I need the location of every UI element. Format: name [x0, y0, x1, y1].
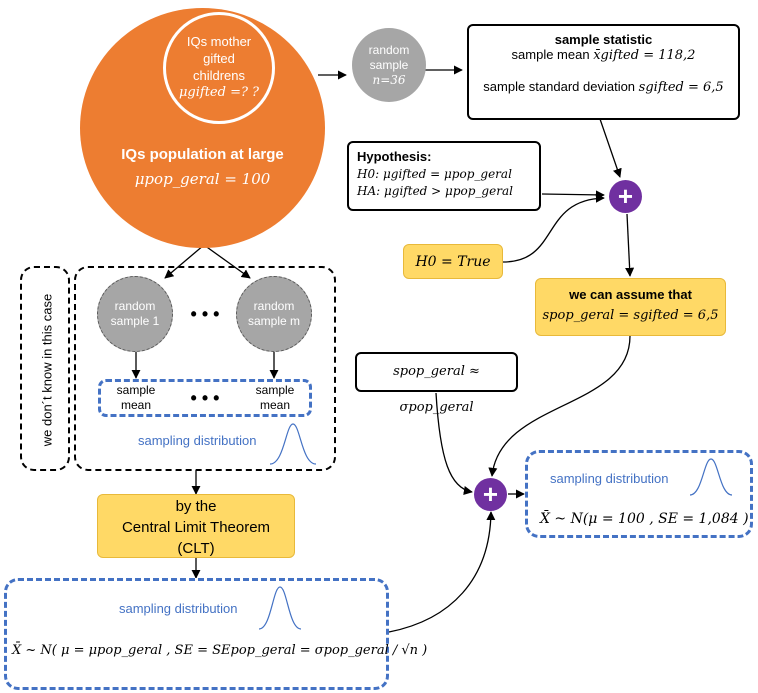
sample-mean-m-line-1: sample: [255, 383, 295, 397]
side-note-text: we don´t know in this case: [39, 293, 55, 447]
specific-sampling-label: sampling distribution: [550, 471, 669, 486]
sample-means-box: [98, 379, 312, 417]
sampling-group-box: [74, 266, 336, 471]
sample-mean-1: sample mean: [104, 383, 168, 413]
group-sampling-label: sampling distribution: [138, 433, 257, 448]
random-sample-1-circle: random sample 1: [97, 276, 173, 352]
h0-true-box: H0 = True: [403, 244, 503, 279]
random-sample-1-label-2: sample 1: [110, 314, 160, 328]
specific-sampling-distribution-box: sampling distribution X̄ ~ N(μ = 100 , S…: [525, 450, 753, 538]
hypothesis-title: Hypothesis:: [357, 149, 432, 164]
sample-mean-1-line-2: mean: [120, 398, 152, 412]
means-ellipsis: • • •: [190, 388, 220, 408]
sample-statistic-title: sample statistic: [554, 32, 653, 47]
random-sample-label-2: sample: [369, 58, 409, 72]
sample-mean-m-line-2: mean: [259, 398, 291, 412]
hypothesis-box: Hypothesis: H0: μgifted = μpop_geral HA:…: [347, 141, 541, 211]
random-sample-m-label-2: sample m: [247, 314, 300, 328]
specific-formula: X̄ ~ N(μ = 100 , SE = 1,084 ): [540, 511, 749, 527]
general-bell-curve-icon: [258, 586, 302, 630]
population-mu: μpop_geral = 100: [134, 170, 271, 188]
random-sample-circle: random sample n=36: [352, 28, 426, 102]
sample-mean-row: sample mean x̄gifted = 118,2: [469, 47, 738, 63]
random-sample-m-circle: random sample m: [236, 276, 312, 352]
clt-line-1: by the: [175, 498, 217, 515]
gifted-mu-unknown: μgifted =? ?: [178, 85, 260, 100]
alternative-hypothesis: HA: μgifted > μpop_geral: [357, 184, 513, 198]
general-sampling-distribution-box: sampling distribution X̄ ~ N( μ = μpop_g…: [4, 578, 427, 690]
plus-node-1: +: [609, 180, 642, 213]
null-hypothesis: H0: μgifted = μpop_geral: [357, 167, 512, 181]
sample-mean-1-line-1: sample: [116, 383, 156, 397]
gifted-inner-circle: IQs mother gifted childrens μgifted =? ?: [163, 12, 275, 124]
gifted-label-1: IQs mother: [186, 34, 252, 49]
bell-curve-icon: [689, 458, 733, 496]
samples-ellipsis: • • •: [190, 304, 220, 324]
sample-sd-value: sgifted = 6,5: [638, 80, 724, 95]
random-sample-label-1: random: [368, 43, 410, 57]
assume-equation: spop_geral = sgifted = 6,5: [542, 308, 719, 323]
side-note-box: we don´t know in this case: [20, 266, 70, 471]
group-bell-curve-icon: [269, 423, 317, 465]
sample-sd-label: sample standard deviation: [483, 79, 636, 94]
general-sampling-label: sampling distribution: [119, 601, 238, 616]
approximation-box: spop_geral ≈ σpop_geral: [355, 352, 518, 415]
assume-title: we can assume that: [569, 287, 692, 302]
clt-box: by the Central Limit Theorem (CLT): [97, 494, 295, 558]
clt-line-3: (CLT): [177, 540, 215, 557]
gifted-label-2: gifted: [203, 51, 235, 66]
sample-mean-label: sample mean: [511, 47, 590, 62]
gifted-label-3: childrens: [192, 68, 246, 83]
sample-mean-value: x̄gifted = 118,2: [593, 48, 696, 63]
plus-node-2: +: [474, 478, 507, 511]
sample-statistic-box: sample statistic sample mean x̄gifted = …: [467, 24, 740, 120]
general-formula: X̄ ~ N( μ = μpop_geral , SE = SEpop_gera…: [12, 643, 428, 658]
random-sample-m-label-1: random: [253, 299, 295, 313]
clt-line-2: Central Limit Theorem: [121, 519, 271, 536]
sample-size: n=36: [372, 73, 406, 87]
sample-mean-m: sample mean: [243, 383, 307, 413]
assume-box: we can assume that spop_geral = sgifted …: [535, 278, 726, 336]
population-title: IQs population at large: [121, 146, 284, 163]
random-sample-1-label-1: random: [114, 299, 156, 313]
sample-sd-row: sample standard deviation sgifted = 6,5: [469, 79, 738, 95]
